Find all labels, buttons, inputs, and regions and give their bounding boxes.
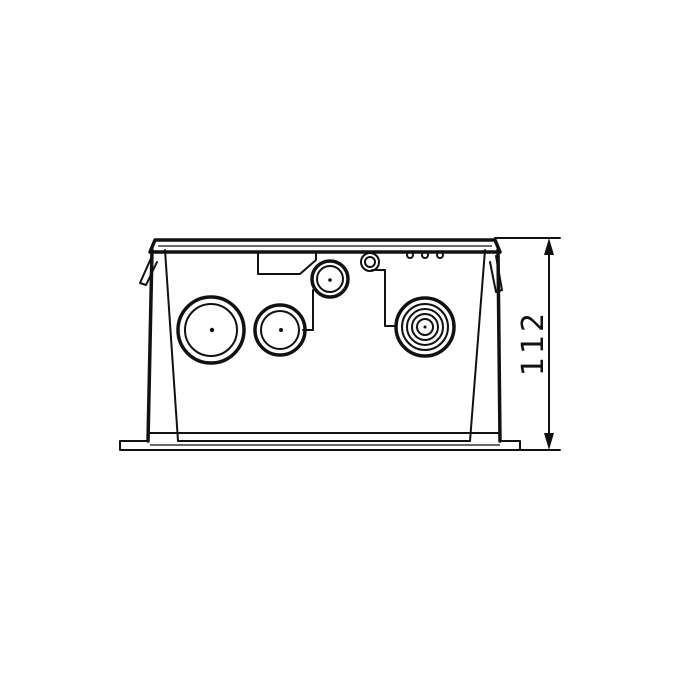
tiny-knockout [360, 252, 380, 272]
lid-vent-dots [406, 251, 444, 259]
right-latch-clip [489, 255, 503, 293]
height-dimension: 112 [494, 237, 561, 451]
dimension-arrow-bottom [544, 433, 554, 450]
dimension-label: 112 [516, 310, 551, 376]
left-latch-clip [139, 255, 158, 286]
box-lid [148, 238, 502, 254]
medium-knockout [253, 303, 307, 357]
dimension-arrow-top [544, 238, 554, 255]
small-knockout [310, 259, 350, 299]
box-body [146, 248, 502, 443]
cable-gland [394, 296, 456, 358]
large-knockout [176, 295, 246, 365]
